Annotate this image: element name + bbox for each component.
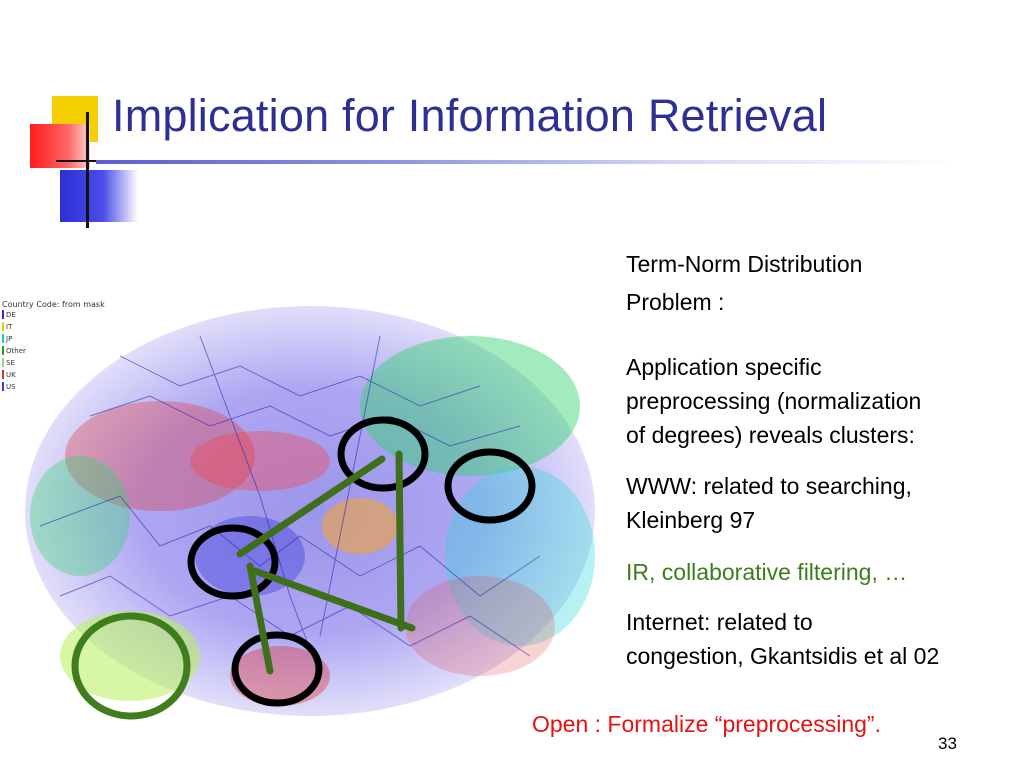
legend-label: UK xyxy=(6,371,16,379)
legend-swatch xyxy=(2,322,4,331)
text-www: WWW: related to searching, Kleinberg 97 xyxy=(626,469,912,537)
text-line: Kleinberg 97 xyxy=(626,507,756,533)
network-texture xyxy=(39,335,541,677)
legend-label: IT xyxy=(6,323,13,331)
legend: DE IT JP Other SE UK US xyxy=(2,310,26,391)
legend-label: US xyxy=(6,383,16,391)
legend-label: DE xyxy=(6,311,16,319)
text-application: Application specific preprocessing (norm… xyxy=(626,350,921,452)
legend-swatch xyxy=(2,370,4,379)
legend-swatch xyxy=(2,334,4,343)
legend-item: Other xyxy=(2,346,26,355)
cluster-circle-bottom xyxy=(231,631,323,707)
text-problem: Problem : xyxy=(626,289,725,315)
text-line: preprocessing (normalization xyxy=(626,388,922,414)
legend-swatch xyxy=(2,358,4,367)
connector-line xyxy=(246,562,274,675)
internet-network-figure: Country Code: from mask DE IT JP Other S… xyxy=(2,300,595,720)
legend-swatch xyxy=(2,310,4,319)
legend-label: SE xyxy=(6,359,15,367)
legend-item: SE xyxy=(2,358,15,367)
legend-title: Country Code: from mask xyxy=(2,300,105,309)
legend-item: JP xyxy=(2,334,12,343)
text-open-problem: Open : Formalize “preprocessing”. xyxy=(532,711,881,737)
legend-item: IT xyxy=(2,322,13,331)
legend-item: US xyxy=(2,382,16,391)
cluster-circle-green xyxy=(71,612,191,720)
text-term-norm: Term-Norm Distribution xyxy=(626,251,863,277)
cluster-connectors xyxy=(236,450,416,675)
text-line: Application specific xyxy=(626,354,822,380)
title-deco-vertical-line xyxy=(86,112,89,228)
legend-label: JP xyxy=(5,335,12,343)
legend-item: DE xyxy=(2,310,16,319)
connector-line xyxy=(236,455,386,558)
title-deco-blue-square xyxy=(60,170,138,222)
text-internet: Internet: related to congestion, Gkantsi… xyxy=(626,605,939,673)
title-deco-horizontal-line xyxy=(56,160,96,162)
title-underline xyxy=(96,160,956,164)
legend-item: UK xyxy=(2,370,16,379)
page-number: 33 xyxy=(938,734,957,753)
cluster-circle-right xyxy=(444,448,536,524)
connector-line xyxy=(251,567,416,632)
text-line: Internet: related to xyxy=(626,609,813,635)
legend-swatch xyxy=(2,346,4,355)
legend-label: Other xyxy=(6,347,26,355)
slide-title: Implication for Information Retrieval xyxy=(112,90,828,141)
text-line: congestion, Gkantsidis et al 02 xyxy=(626,643,940,669)
cluster-circle-middle xyxy=(187,524,279,600)
text-ir-filtering: IR, collaborative filtering, … xyxy=(626,559,908,585)
connector-line xyxy=(395,450,405,632)
text-line: WWW: related to searching, xyxy=(626,473,912,499)
text-line: of degrees) reveals clusters: xyxy=(626,422,915,448)
cluster-circle-top xyxy=(337,416,429,492)
legend-swatch xyxy=(2,382,4,391)
